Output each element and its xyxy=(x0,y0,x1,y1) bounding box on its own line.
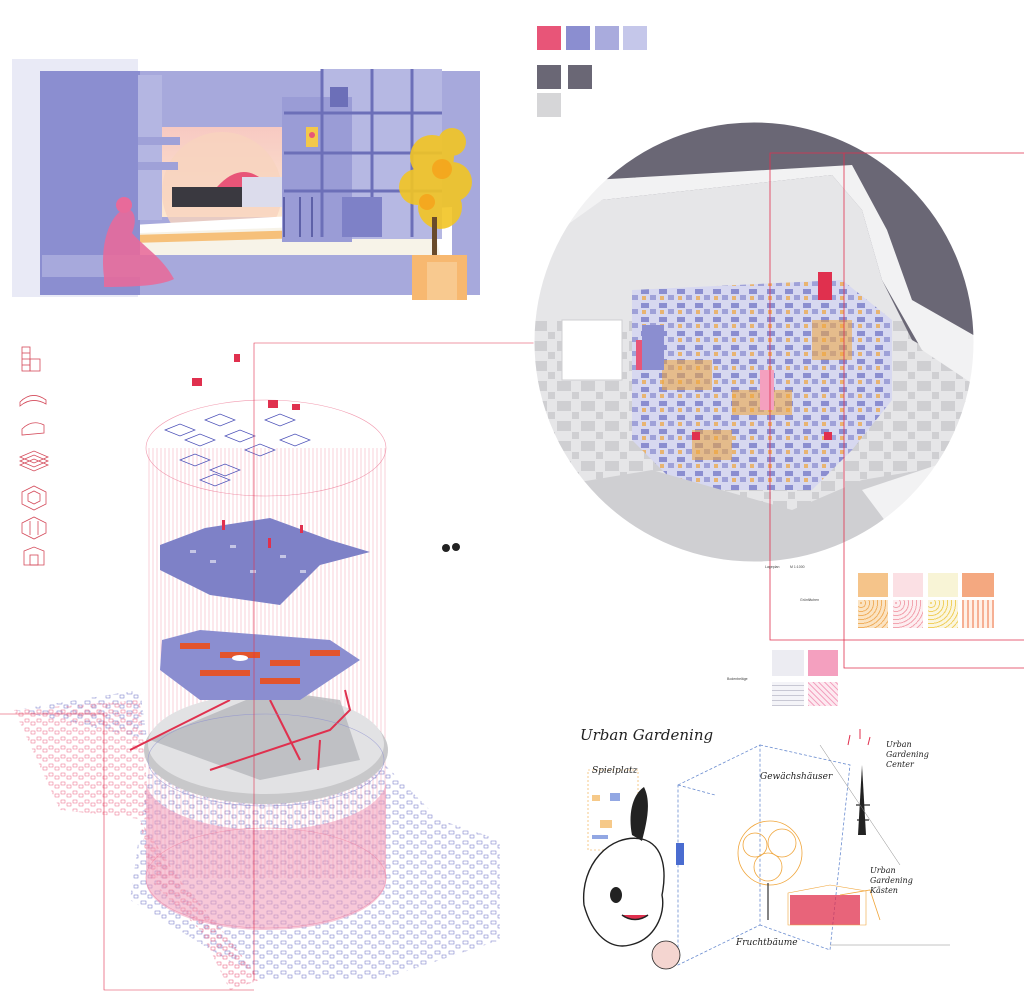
sketch-label-spielplatz: Spielplatz xyxy=(592,766,638,776)
legend-icon-roof xyxy=(19,395,47,407)
surface-swatch-1 xyxy=(772,650,804,676)
palette-swatch-lavender-2 xyxy=(595,26,619,50)
legend-icon-courtyard xyxy=(21,485,47,511)
greenspace-swatch-3 xyxy=(928,573,958,597)
greenspace-texture-3 xyxy=(928,600,958,628)
map-scale-label: Lageplan xyxy=(765,565,780,569)
palette-swatch-grey xyxy=(537,93,561,117)
sketch-label-fruchtbaeume: Fruchtbäume xyxy=(736,938,798,948)
greenspace-swatch-4 xyxy=(962,573,994,597)
greenspace-label: Grünflächen xyxy=(800,598,820,602)
map-scale-value: M 1:1000 xyxy=(790,565,805,569)
palette-swatch-lavender-1 xyxy=(566,26,590,50)
legend-icon-stack xyxy=(18,450,50,472)
greenspace-swatch-1 xyxy=(858,573,888,597)
palette-swatch-dark-1 xyxy=(537,65,561,89)
greenspace-swatch-2 xyxy=(893,573,923,597)
sketch-label-center: Urban Gardening Center xyxy=(886,740,929,769)
legend-icon-gate xyxy=(23,546,45,566)
greenspace-texture-2 xyxy=(893,600,923,628)
surface-label: Bodenbeläge xyxy=(727,677,748,681)
palette-swatch-dark-2 xyxy=(568,65,592,89)
sketch-title: Urban Gardening xyxy=(580,726,714,744)
surface-swatch-2 xyxy=(808,650,838,676)
site-plan-circle xyxy=(533,121,975,563)
palette-swatch-pink xyxy=(537,26,561,50)
perspective-illustration xyxy=(12,57,482,300)
urban-gardening-sketch xyxy=(583,729,950,970)
legend-icon-tower xyxy=(21,346,41,372)
sketch-label-kaesten: Urban Gardening Kästen xyxy=(870,866,913,895)
greenspace-texture-4 xyxy=(962,600,994,628)
greenspace-texture-1 xyxy=(858,600,888,628)
exploded-axonometric xyxy=(0,342,534,991)
axo-callout-blobs xyxy=(442,543,460,552)
frame-lines-right xyxy=(769,152,1024,669)
legend-icon-hall xyxy=(21,422,45,436)
sketch-label-gewaechshaus: Gewächshäuser xyxy=(760,772,833,782)
surface-texture-2 xyxy=(808,682,838,706)
surface-texture-1 xyxy=(772,682,804,706)
legend-icon-blocks xyxy=(21,516,47,540)
palette-swatch-lavender-3 xyxy=(623,26,647,50)
